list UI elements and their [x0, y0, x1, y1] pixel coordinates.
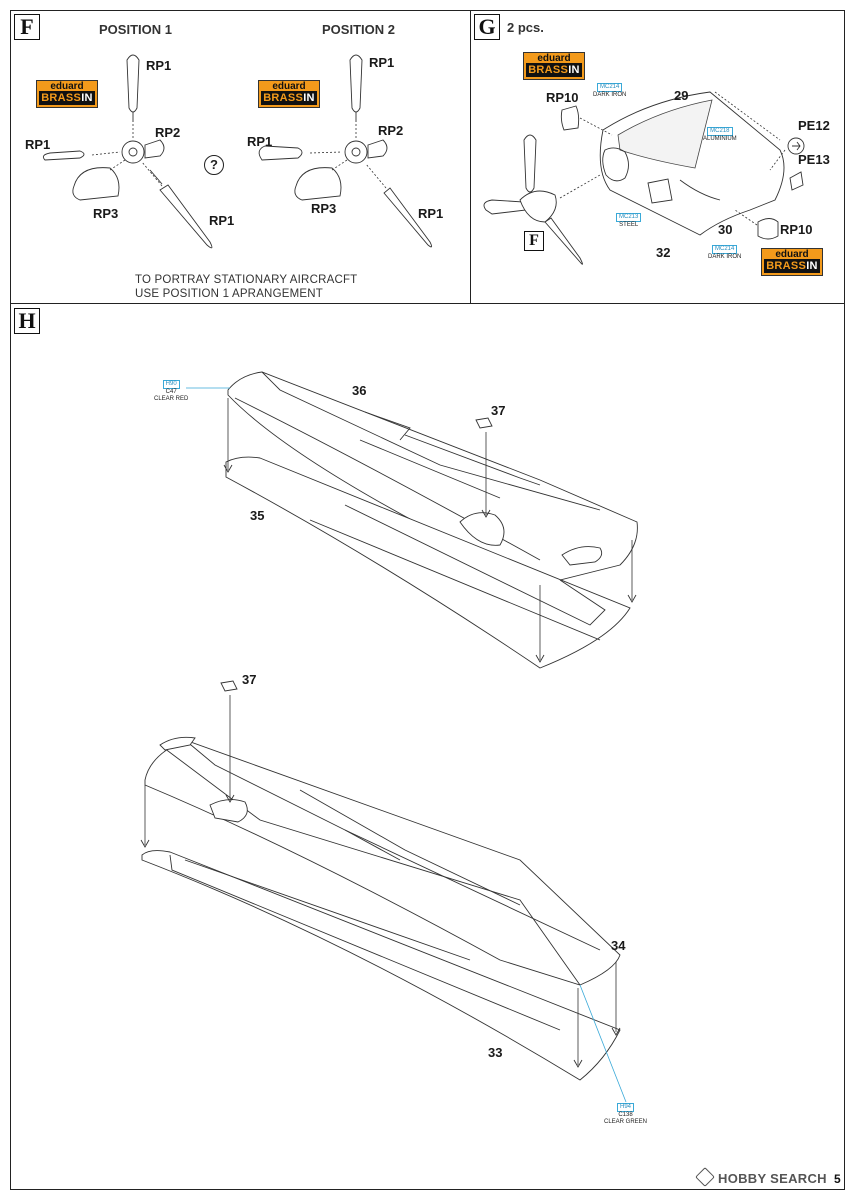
part-rp10-top: RP10	[546, 90, 579, 105]
part-32: 32	[656, 245, 671, 260]
part-30: 30	[718, 222, 733, 237]
stationary-note-line-1: TO PORTRAY STATIONARY AIRCRACFT	[135, 274, 358, 286]
wing-lower-assembly	[140, 680, 627, 1103]
step-f-box: F	[14, 14, 40, 40]
part-pe13: PE13	[798, 152, 830, 167]
part-rp3-1: RP3	[93, 206, 119, 221]
part-rp1-bottom-1: RP1	[209, 213, 235, 228]
step-g-box: G	[474, 14, 500, 40]
nacelle-assembly	[483, 91, 805, 265]
part-29: 29	[674, 88, 689, 103]
part-rp3-2: RP3	[311, 201, 337, 216]
quantity-label: 2 pcs.	[507, 20, 544, 35]
watermark-logo-icon	[695, 1167, 715, 1187]
position-2-header: POSITION 2	[322, 22, 395, 37]
part-rp1-bottom-2: RP1	[418, 206, 444, 221]
brassin-logo-g2: eduard BRASSIN	[761, 248, 823, 276]
brassin-logo-f2: eduard BRASSIN	[258, 80, 320, 108]
part-pe12: PE12	[798, 118, 830, 133]
panel-h-border	[10, 303, 845, 1190]
part-rp1-left-1: RP1	[25, 137, 51, 152]
part-rp1-top-2: RP1	[369, 55, 395, 70]
part-35: 35	[250, 508, 265, 523]
step-h-box: H	[14, 308, 40, 334]
part-rp1-top-1: RP1	[146, 58, 172, 73]
part-rp1-left-2: RP1	[247, 134, 273, 149]
part-rp2-2: RP2	[378, 123, 404, 138]
part-36: 36	[352, 383, 367, 398]
part-34: 34	[611, 938, 626, 953]
brassin-logo-g1: eduard BRASSIN	[523, 52, 585, 80]
stationary-note-line-2: USE POSITION 1 APRANGEMENT	[135, 288, 323, 300]
hobby-search-watermark: HOBBY SEARCH	[695, 1167, 827, 1187]
part-rp10-bottom: RP10	[780, 222, 813, 237]
position-1-header: POSITION 1	[99, 22, 172, 37]
part-37-upper: 37	[491, 403, 506, 418]
step-f-reference-box: F	[524, 231, 544, 251]
brassin-logo-f1: eduard BRASSIN	[36, 80, 98, 108]
question-mark-icon: ?	[204, 155, 224, 175]
part-37-lower: 37	[242, 672, 257, 687]
wing-upper-assembly	[186, 371, 638, 669]
propeller-position-1	[42, 54, 213, 249]
part-33: 33	[488, 1045, 503, 1060]
propeller-position-2	[258, 54, 433, 248]
part-rp2-1: RP2	[155, 125, 181, 140]
page-number: 5	[834, 1172, 841, 1186]
